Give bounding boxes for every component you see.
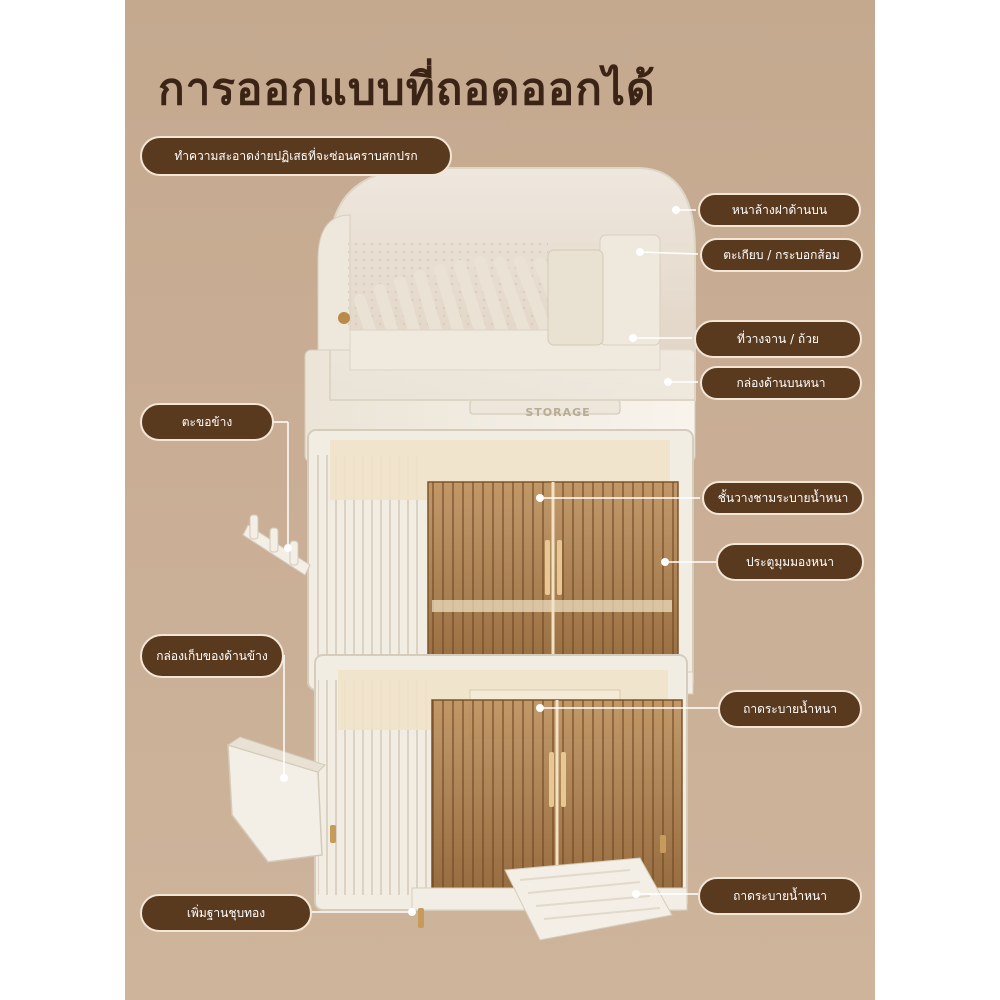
gold-foot <box>418 908 424 928</box>
chopstick-holder <box>599 234 661 346</box>
gold-foot <box>330 825 336 843</box>
page-title: การออกแบบที่ถอดออกได้ <box>158 64 656 115</box>
banner-easy-clean: ทำความสะอาดง่ายปฏิเสธที่จะซ่อนคราบสกปรก <box>140 136 452 176</box>
label-cover: หนาล้างฝาด้านบน <box>698 193 861 227</box>
side-hook <box>242 514 311 576</box>
leader-dots <box>280 206 680 916</box>
label-base: เพิ่มฐานชุบทอง <box>140 894 312 932</box>
label-dish-rack: ที่วางจาน / ถ้วย <box>694 320 862 358</box>
bottom-tray <box>504 857 673 941</box>
middle-cabinet <box>307 429 694 695</box>
leader-lines <box>273 209 718 913</box>
label-top-box: กล่องด้านบนหนา <box>700 366 862 400</box>
label-drain-tray: ถาดระบายน้ำหนา <box>718 690 862 728</box>
label-bottom-tray: ถาดระบายน้ำหนา <box>698 877 862 915</box>
label-chopstick: ตะเกียบ / กระบอกส้อม <box>700 238 863 272</box>
label-side-hook: ตะขอข้าง <box>140 403 274 441</box>
label-door: ประตูมุมมองหนา <box>716 543 864 581</box>
gold-foot <box>660 835 666 853</box>
label-side-box: กล่องเก็บของด้านข้าง <box>140 634 284 678</box>
bottom-cabinet <box>314 654 688 941</box>
top-rack-unit <box>304 167 696 463</box>
label-bowl-shelf: ชั้นวางชามระบายน้ำหนา <box>702 481 864 515</box>
storage-text: STORAGE <box>525 406 590 419</box>
side-storage-box <box>226 736 326 863</box>
